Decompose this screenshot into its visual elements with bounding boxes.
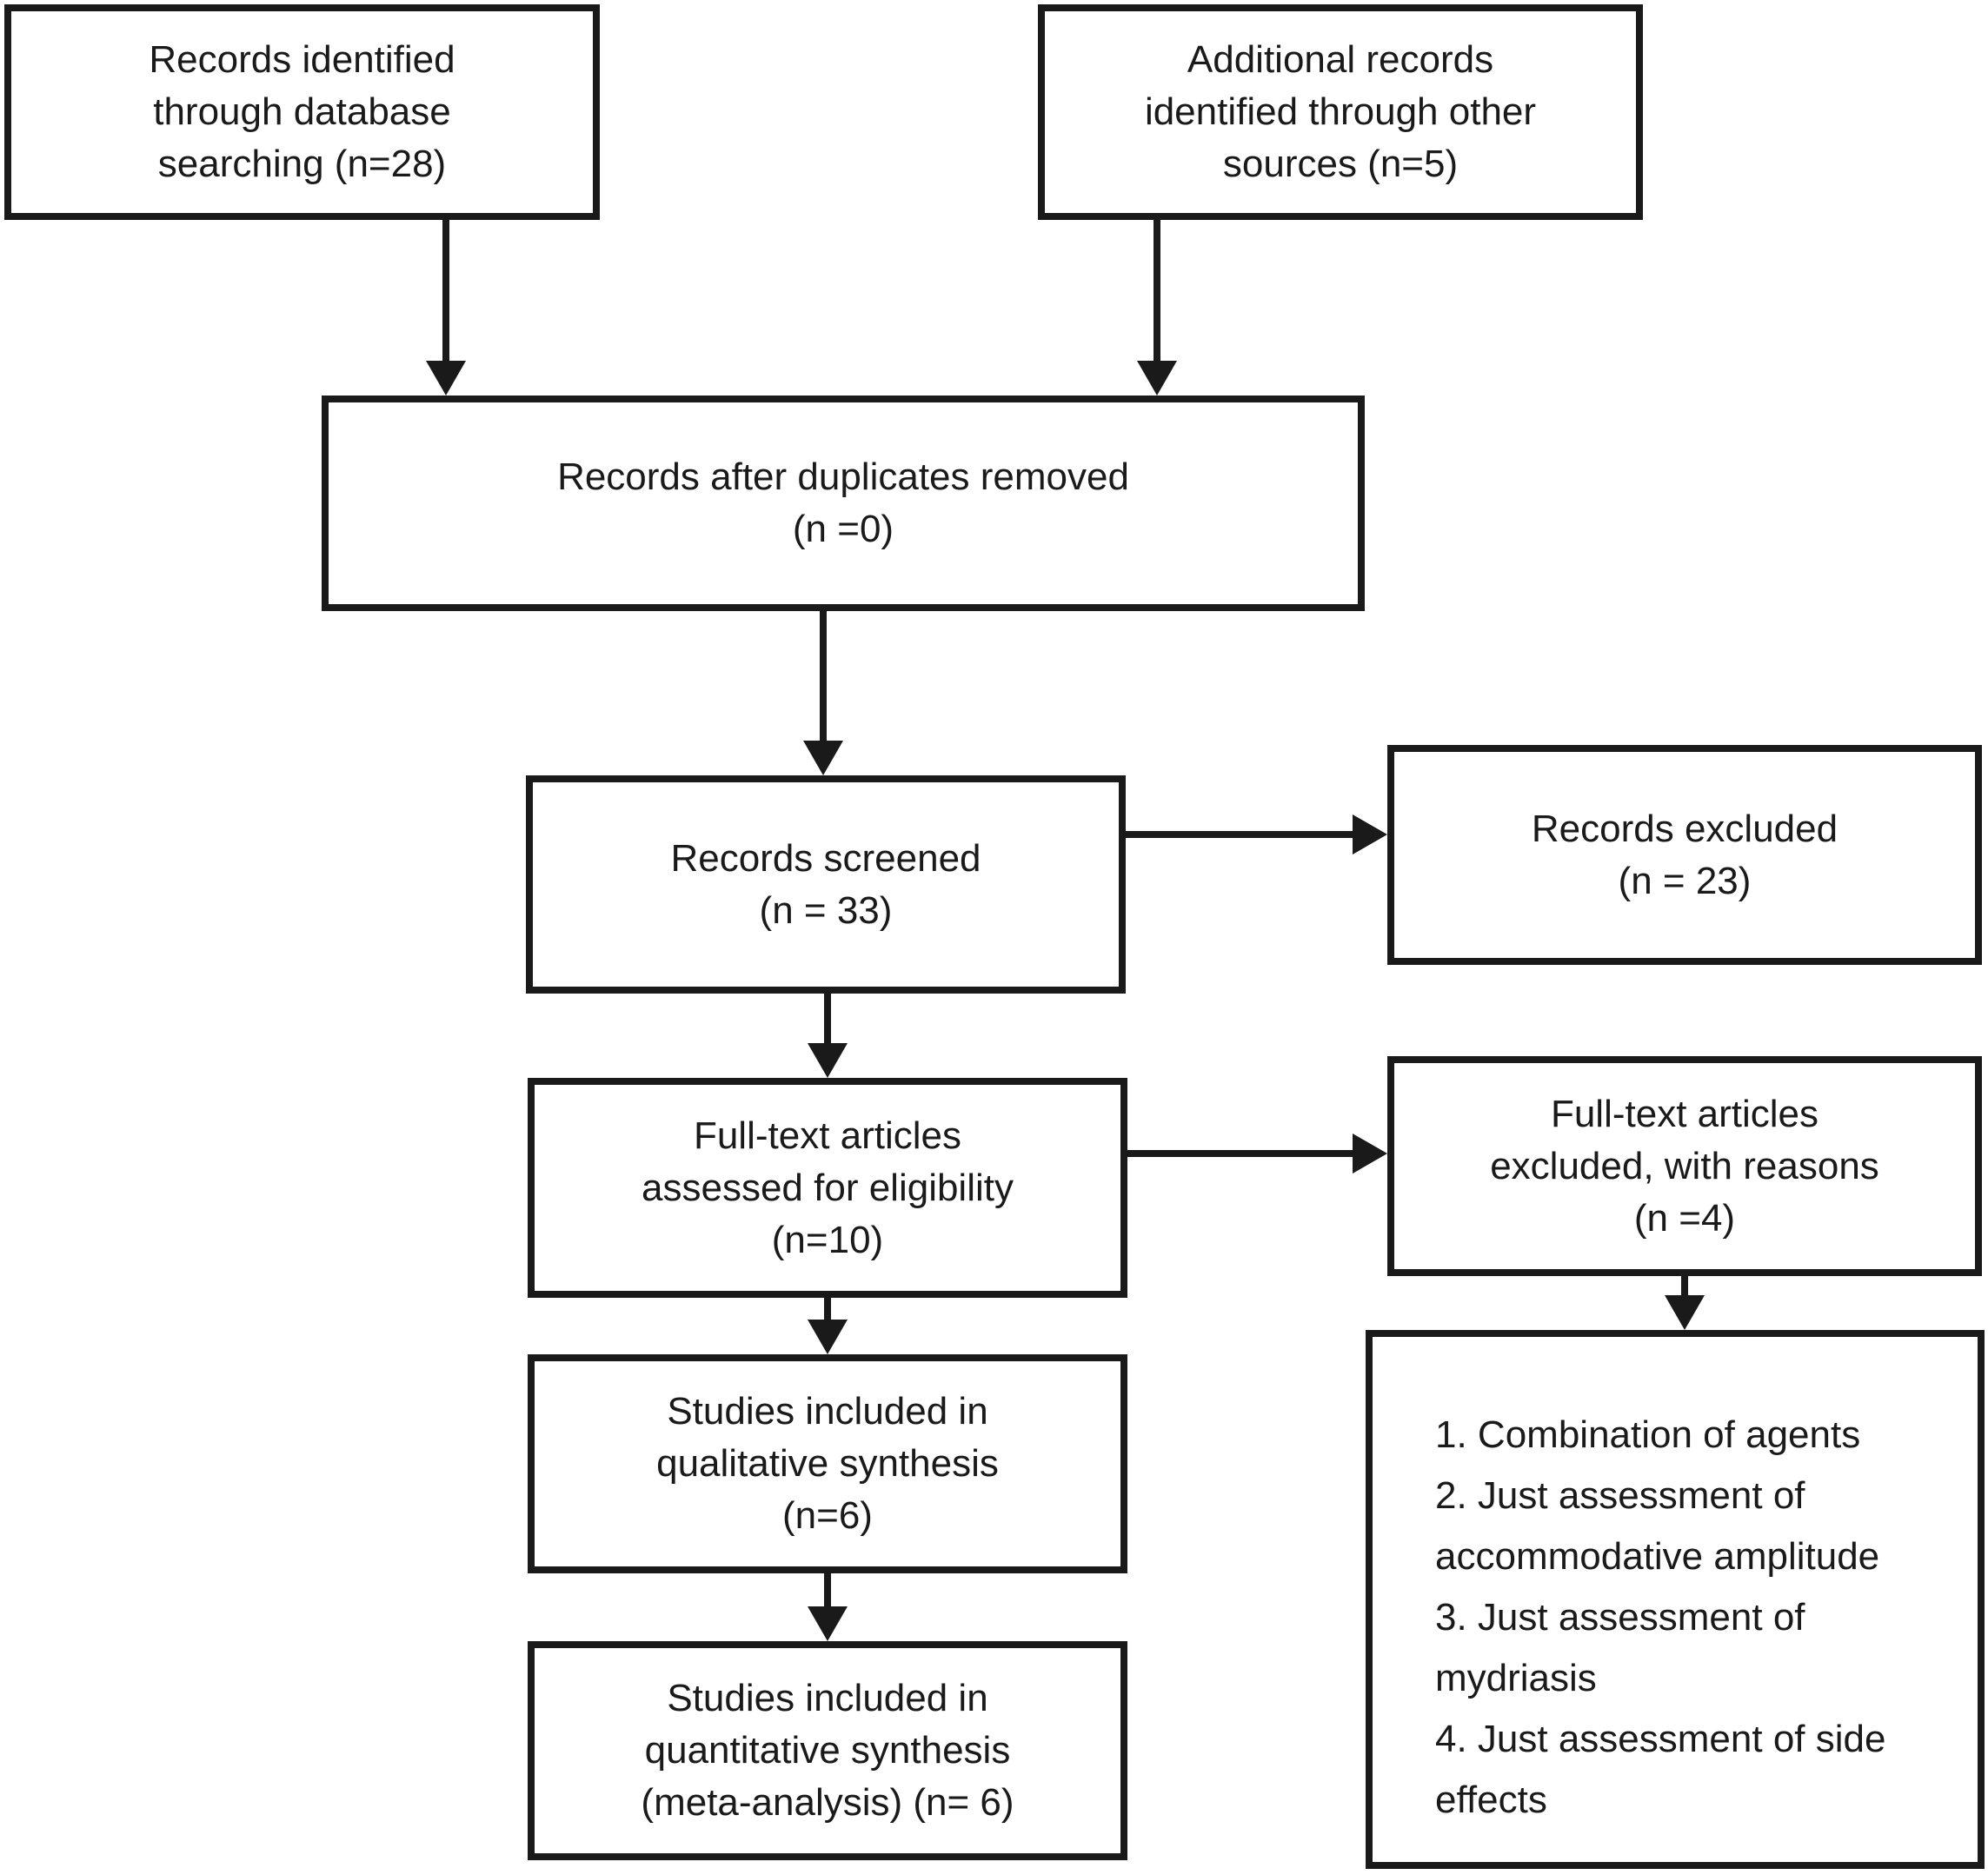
box-records-identified-database-label: Records identified through database sear…: [149, 38, 455, 185]
box-additional-records-other-sources: Additional records identified through ot…: [1038, 4, 1643, 220]
exclusion-reasons-list: 1. Combination of agents 2. Just assessme…: [1435, 1405, 1943, 1831]
box-exclusion-reasons: 1. Combination of agents 2. Just assessme…: [1366, 1330, 1985, 1869]
box-records-screened-label: Records screened (n = 33): [670, 836, 981, 932]
arrow-screened-to-fulltext-head-icon: [808, 1043, 848, 1078]
arrow-duplicates-to-screened-head-icon: [803, 741, 843, 775]
arrow-fulltext-excluded-to-reasons-line: [1681, 1276, 1688, 1299]
reason-item: 4. Just assessment of side effects: [1435, 1718, 1886, 1821]
box-records-after-duplicates-label: Records after duplicates removed (n =0): [557, 455, 1129, 550]
arrow-duplicates-to-screened-line: [820, 611, 827, 743]
reason-item: 2. Just assessment of accommodative ampl…: [1435, 1474, 1880, 1578]
arrow-fulltext-excluded-to-reasons-head-icon: [1665, 1295, 1705, 1330]
reason-item: 1. Combination of agents: [1435, 1413, 1861, 1456]
box-fulltext-assessed: Full-text articles assessed for eligibil…: [528, 1078, 1127, 1298]
arrow-fulltext-to-qualitative-line: [824, 1298, 831, 1322]
box-qualitative-synthesis: Studies included in qualitative synthesi…: [528, 1354, 1127, 1573]
arrow-screened-to-excluded-head-icon: [1353, 814, 1387, 854]
arrow-fulltext-to-fulltext-excluded-line: [1127, 1150, 1354, 1157]
arrow-qualitative-to-quantitative-line: [824, 1573, 831, 1610]
box-records-identified-database: Records identified through database sear…: [4, 4, 600, 220]
arrow-qualitative-to-quantitative-head-icon: [808, 1606, 848, 1641]
box-records-excluded-label: Records excluded (n = 23): [1531, 807, 1838, 902]
box-fulltext-excluded: Full-text articles excluded, with reason…: [1387, 1056, 1982, 1276]
box-qualitative-synthesis-label: Studies included in qualitative synthesi…: [656, 1390, 999, 1537]
box-fulltext-assessed-label: Full-text articles assessed for eligibil…: [642, 1114, 1014, 1261]
box-records-excluded: Records excluded (n = 23): [1387, 745, 1982, 965]
box-records-after-duplicates: Records after duplicates removed (n =0): [322, 396, 1365, 611]
arrow-screened-to-fulltext-line: [824, 994, 831, 1046]
arrow-fulltext-to-qualitative-head-icon: [808, 1320, 848, 1354]
box-records-screened: Records screened (n = 33): [526, 775, 1126, 994]
box-fulltext-excluded-label: Full-text articles excluded, with reason…: [1490, 1092, 1879, 1240]
arrow-fulltext-to-fulltext-excluded-head-icon: [1353, 1134, 1387, 1174]
reason-item: 3. Just assessment of mydriasis: [1435, 1596, 1805, 1699]
box-quantitative-synthesis: Studies included in quantitative synthes…: [528, 1641, 1127, 1860]
arrow-screened-to-excluded-line: [1126, 831, 1354, 838]
arrow-database-to-duplicates-head-icon: [426, 361, 466, 396]
box-quantitative-synthesis-label: Studies included in quantitative synthes…: [641, 1677, 1014, 1824]
arrow-other-sources-to-duplicates-line: [1154, 220, 1160, 362]
arrow-database-to-duplicates-line: [442, 220, 449, 362]
box-additional-records-other-sources-label: Additional records identified through ot…: [1144, 38, 1537, 185]
arrow-other-sources-to-duplicates-head-icon: [1137, 361, 1177, 396]
